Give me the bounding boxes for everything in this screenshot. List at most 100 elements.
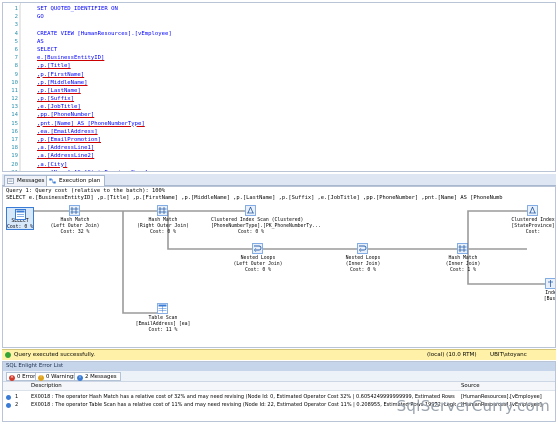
code-line: 4 CREATE VIEW [HumanResources].[vEmployee… [3,29,555,38]
status-user: UBIT\stoyanc [490,352,527,358]
operator-name: Table Scan [148,316,178,321]
plan-connector-line [122,211,157,314]
line-number: 3 [14,22,18,29]
line-number: 4 [14,30,18,37]
plan-operator[interactable]: Nested Loops(Left Outer Join)Cost: 0 % [218,256,298,274]
error-list-title: SQL Enlight Error List [3,362,555,371]
line-number: 20 [11,161,18,168]
info-icon: i [77,374,83,381]
operator-name: Inde [545,291,556,296]
change-marker [19,103,21,112]
change-marker [19,127,21,136]
execution-plan-pane[interactable]: Query 1: Query cost (relative to the bat… [2,186,556,348]
code-text: AS [37,38,44,45]
nested-loops-icon [357,243,368,254]
select-operator[interactable]: SELECT Cost: 0 % [6,207,34,230]
error-list-panel: SQL Enlight Error List × 0 Errors ! 0 Wa… [2,361,556,422]
row-number: 2 [15,402,19,408]
line-number: 21 [3,169,18,171]
messages-filter-label: 2 Messages [85,374,117,380]
code-text: ,ea.[EmailAddress] [37,128,98,135]
clustered-index-scan-icon [527,205,538,216]
plan-operator[interactable]: Hash Match(Inner Join)Cost: 1 % [423,256,503,274]
line-number: 2 [14,14,18,21]
column-source[interactable]: Source [461,383,480,389]
plan-operator[interactable]: Clustered Index[StateProvince]Cost: [493,218,555,236]
operator-cost: Cost: [525,230,541,235]
messages-icon [7,178,14,184]
error-list-row[interactable]: 2 EX0018 : The operator Table Scan has a… [3,401,555,409]
status-bar: Query executed successfully. (local) (10… [2,349,556,360]
line-number: 1 [14,6,18,12]
nested-loops-icon [252,243,263,254]
line-number: 14 [11,112,18,119]
code-line: 1 SET QUOTED_IDENTIFIER ON [3,5,555,14]
line-number: 19 [11,153,18,160]
code-line: 5 AS [3,37,555,46]
operator-name: Nested Loops [240,256,276,261]
change-marker [19,70,21,79]
operator-sub: (Left Outer Join) [50,224,100,229]
code-line: 10,p.[MiddleName] [3,78,555,87]
tab-messages[interactable]: Messages [4,175,50,186]
status-message: Query executed successfully. [14,352,96,358]
operator-cost: Cost: 0 % [238,230,264,235]
code-text: ,p.[EmailPromotion] [37,137,101,143]
operator-cost: Cost: 0 % [350,268,376,273]
code-line: 20,a.[City] [3,160,555,169]
code-line: 15,pnt.[Name] AS [PhoneNumberType] [3,119,555,128]
change-marker [19,144,21,153]
clustered-index-scan-icon [245,205,256,216]
line-number: 5 [14,38,18,45]
change-marker [19,54,21,63]
plan-connector-line [467,210,527,249]
warnings-filter-label: 0 Warnings [46,374,77,380]
code-text: SELECT [37,46,58,53]
change-marker [19,45,21,55]
row-number: 1 [15,394,19,400]
error-list-row[interactable]: 1 EX0018 : The operator Hash Match has a… [3,393,555,401]
line-number: 18 [11,145,18,152]
code-text: CREATE VIEW [HumanResources].[vEmployee] [37,30,172,37]
code-text: ,e.[JobTitle] [37,104,81,111]
operator-cost: Cost: 1 % [450,268,476,273]
row-description: EX0018 : The operator Hash Match has a r… [31,394,456,400]
query-cost-header: Query 1: Query cost (relative to the bat… [6,188,166,194]
operator-name: Hash Match [60,218,90,223]
change-marker [19,111,21,120]
line-number: 17 [11,137,18,143]
operator-sub: [PhoneNumberType].[PK_PhoneNumberTy... [211,224,321,229]
code-line: 6 SELECT [3,45,555,55]
line-number: 13 [11,104,18,111]
operator-cost: Cost: 11 % [148,328,178,333]
code-text: ,p.[MiddleName] [37,79,88,86]
plan-connectors [34,210,545,314]
plan-operator[interactable]: Table Scan[EmailAddress] [ea]Cost: 11 % [123,316,203,334]
line-number: 8 [14,63,18,70]
plan-operator[interactable]: Nested Loops(Inner Join)Cost: 0 % [323,256,403,274]
code-text: ,p.[LastName] [37,87,81,94]
error-icon: × [9,374,15,381]
row-description: EX0018 : The operator Table Scan has a r… [31,402,456,408]
messages-filter-button[interactable]: i 2 Messages [74,372,121,381]
warning-icon: ! [38,374,44,381]
success-icon [5,352,11,358]
operator-cost: Cost: 32 % [60,230,90,235]
tab-execution-plan[interactable]: Execution plan [46,175,106,186]
error-list-header: Description Source [3,382,555,391]
hash-match-icon [457,243,468,254]
plan-operator[interactable]: Clustered Index Scan (Clustered)[PhoneNu… [211,218,321,236]
plan-connector-line [467,249,545,285]
operator-cost: Cost: 0 % [150,230,176,235]
plan-operator[interactable]: Hash Match(Left Outer Join)Cost: 32 % [35,218,115,236]
column-description[interactable]: Description [31,383,62,389]
change-marker [19,78,21,87]
plan-operator[interactable]: Inde[Busi [511,291,556,303]
code-text: ,p.[Title] [37,63,71,70]
line-number: 6 [14,46,18,53]
code-text: SET QUOTED_IDENTIFIER ON [37,6,118,12]
plan-operator[interactable]: Hash Match(Right Outer Join)Cost: 0 % [123,218,203,236]
operator-name: Clustered Index [511,218,555,223]
